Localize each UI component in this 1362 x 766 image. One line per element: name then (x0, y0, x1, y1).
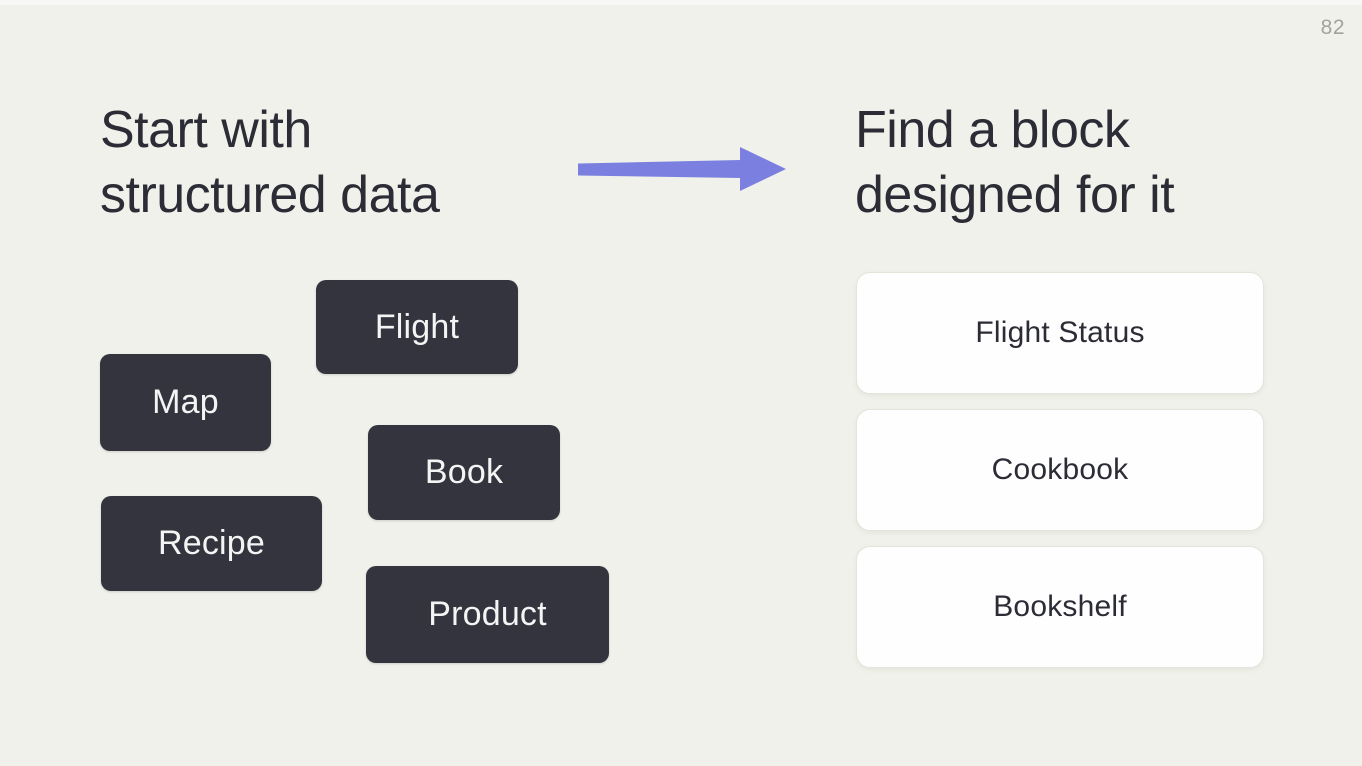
data-type-chip: Book (368, 425, 560, 520)
slide-top-edge (0, 0, 1362, 5)
block-card: Flight Status (856, 272, 1264, 394)
right-heading: Find a block designed for it (855, 98, 1175, 228)
block-card-label: Flight Status (975, 316, 1145, 349)
page-number: 82 (1320, 16, 1345, 39)
data-type-chip: Flight (316, 280, 518, 374)
data-type-chip: Recipe (101, 496, 322, 591)
arrow-right-icon (578, 146, 786, 192)
chip-label: Flight (374, 307, 460, 346)
block-cards-group: Flight Status Cookbook Bookshelf (856, 272, 1264, 668)
block-card-label: Cookbook (991, 453, 1129, 486)
chip-label: Recipe (157, 524, 266, 562)
data-type-chip: Product (366, 566, 609, 663)
data-type-chip: Map (100, 354, 271, 451)
left-heading-line2: structured data (100, 166, 440, 224)
right-heading-line1: Find a block (855, 101, 1130, 159)
block-card: Bookshelf (856, 546, 1264, 668)
left-heading: Start with structured data (100, 98, 440, 228)
block-card-label: Bookshelf (993, 590, 1127, 623)
chip-label: Map (152, 383, 219, 421)
chip-label: Book (424, 453, 504, 491)
left-heading-line1: Start with (100, 101, 312, 159)
right-heading-line2: designed for it (855, 166, 1175, 224)
block-card: Cookbook (856, 409, 1264, 531)
chip-label: Product (428, 595, 547, 633)
